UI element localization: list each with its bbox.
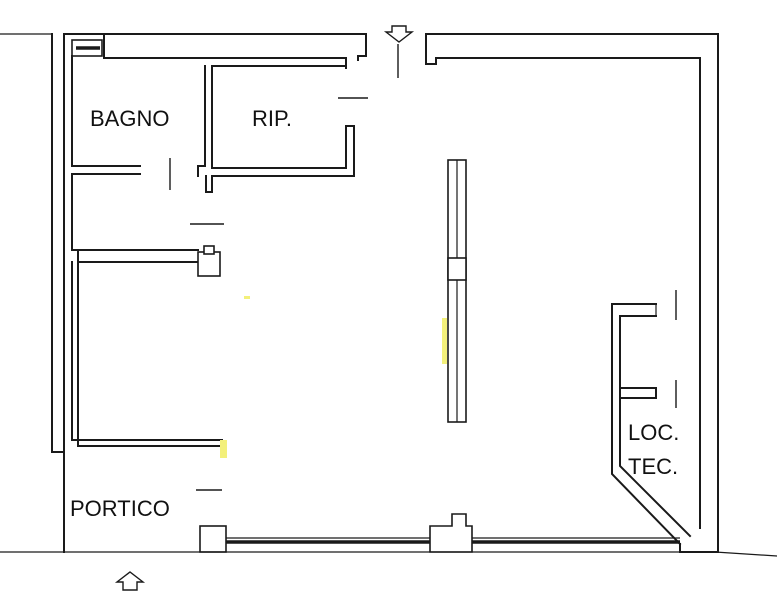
exterior-walls xyxy=(51,33,719,553)
room-loc-tec-walls xyxy=(611,290,692,546)
room-label-loc: LOC. xyxy=(628,420,679,445)
room-rip-walls xyxy=(205,65,368,193)
room-label-bagno: BAGNO xyxy=(90,106,169,131)
arrow-down-icon xyxy=(383,25,415,43)
arrow-up-icon xyxy=(114,571,146,591)
left-partitions xyxy=(71,173,224,457)
highlight-marks xyxy=(220,296,447,458)
room-label-rip: RIP. xyxy=(252,106,292,131)
room-bagno-walls xyxy=(71,55,206,190)
bottom-facade xyxy=(199,513,719,553)
site-lines xyxy=(0,33,777,557)
room-label-portico: PORTICO xyxy=(70,496,170,521)
central-pillar xyxy=(447,159,467,423)
room-label-tec: TEC. xyxy=(628,454,678,479)
